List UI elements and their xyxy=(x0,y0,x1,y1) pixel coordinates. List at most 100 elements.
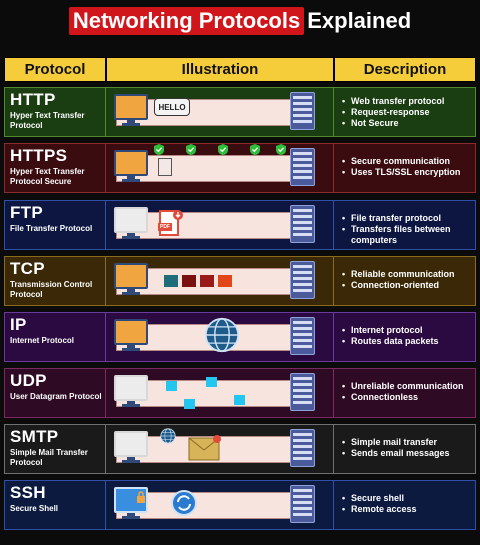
computer-stand xyxy=(127,289,135,292)
description-item: Reliable communication xyxy=(342,269,471,280)
description-item: Routes data packets xyxy=(342,336,471,347)
protocol-name: SSH xyxy=(10,483,46,502)
connection-track xyxy=(116,212,315,239)
computer-base xyxy=(122,348,140,351)
computer-stand xyxy=(127,401,135,404)
description-list: Web transfer protocolRequest-responseNot… xyxy=(342,96,471,129)
description-item: Simple mail transfer xyxy=(342,437,471,448)
illustration-cell xyxy=(106,144,334,192)
illustration-cell xyxy=(106,425,334,473)
description-cell: Unreliable communicationConnectionless xyxy=(334,369,475,417)
illustration-cell xyxy=(106,369,334,417)
server-icon xyxy=(290,317,315,355)
computer-icon xyxy=(114,319,148,345)
pdf-file-icon xyxy=(158,210,183,236)
header-description: Description xyxy=(334,57,476,82)
connection-track xyxy=(116,268,315,295)
description-cell: Secure shellRemote access xyxy=(334,481,475,529)
connection-track xyxy=(116,492,315,519)
description-item: Connection-oriented xyxy=(342,280,471,291)
protocol-name: IP xyxy=(10,315,27,334)
description-item: Internet protocol xyxy=(342,325,471,336)
description-list: Secure communicationUses TLS/SSL encrypt… xyxy=(342,156,471,178)
computer-base xyxy=(122,123,140,126)
header-illustration: Illustration xyxy=(106,57,334,82)
description-item: Unreliable communication xyxy=(342,381,471,392)
computer-stand xyxy=(127,457,135,460)
server-icon xyxy=(290,92,315,130)
protocol-full-name: Transmission Control Protocol xyxy=(10,280,93,299)
datagram-block xyxy=(184,399,195,409)
description-cell: Secure communicationUses TLS/SSL encrypt… xyxy=(334,144,475,192)
computer-stand xyxy=(127,513,135,516)
title-rest: Explained xyxy=(307,8,412,33)
protocol-full-name: Internet Protocol xyxy=(10,336,75,345)
computer-base xyxy=(122,460,140,463)
connection-track xyxy=(116,99,315,126)
description-item: Transfers files between computers xyxy=(342,224,471,246)
shield-icon xyxy=(276,144,286,155)
description-list: Simple mail transferSends email messages xyxy=(342,437,471,459)
computer-base xyxy=(122,179,140,182)
description-list: File transfer protocolTransfers files be… xyxy=(342,213,471,246)
description-item: Connectionless xyxy=(342,392,471,403)
protocol-cell: HTTP Hyper Text Transfer Protocol xyxy=(5,88,106,136)
protocol-row-https: HTTPS Hyper Text Transfer Protocol Secure… xyxy=(4,143,476,193)
description-cell: File transfer protocolTransfers files be… xyxy=(334,201,475,249)
protocol-name: HTTPS xyxy=(10,146,68,165)
computer-stand xyxy=(127,176,135,179)
shield-icon xyxy=(218,144,228,155)
computer-icon xyxy=(114,150,148,176)
computer-icon xyxy=(114,94,148,120)
computer-stand xyxy=(127,345,135,348)
description-item: Web transfer protocol xyxy=(342,96,471,107)
server-icon xyxy=(290,261,315,299)
protocol-full-name: File Transfer Protocol xyxy=(10,224,93,233)
protocol-cell: IP Internet Protocol xyxy=(5,313,106,361)
illustration-cell: PDF xyxy=(106,201,334,249)
packet-block xyxy=(200,275,214,287)
protocol-row-smtp: SMTP Simple Mail Transfer Protocol Simple … xyxy=(4,424,476,474)
protocol-full-name: Simple Mail Transfer Protocol xyxy=(10,448,88,467)
description-item: Secure communication xyxy=(342,156,471,167)
description-cell: Internet protocolRoutes data packets xyxy=(334,313,475,361)
illustration-cell xyxy=(106,481,334,529)
illustration-cell: HELLO xyxy=(106,88,334,136)
illustration-cell xyxy=(106,313,334,361)
protocol-name: HTTP xyxy=(10,90,56,109)
computer-base xyxy=(122,404,140,407)
illustration-cell xyxy=(106,257,334,305)
description-list: Reliable communicationConnection-oriente… xyxy=(342,269,471,291)
protocol-full-name: Hyper Text Transfer Protocol xyxy=(10,111,85,130)
protocol-cell: HTTPS Hyper Text Transfer Protocol Secure xyxy=(5,144,106,192)
computer-stand xyxy=(127,120,135,123)
description-list: Internet protocolRoutes data packets xyxy=(342,325,471,347)
description-list: Unreliable communicationConnectionless xyxy=(342,381,471,403)
protocol-full-name: User Datagram Protocol xyxy=(10,392,102,401)
description-cell: Web transfer protocolRequest-responseNot… xyxy=(334,88,475,136)
pdf-label: PDF xyxy=(160,224,170,230)
datagram-block xyxy=(166,381,177,391)
globe-icon xyxy=(204,317,240,353)
computer-icon xyxy=(114,375,148,401)
protocol-row-ip: IP Internet Protocol Internet protocolRout… xyxy=(4,312,476,362)
protocol-name: SMTP xyxy=(10,427,59,446)
shield-icon xyxy=(250,144,260,155)
protocol-full-name: Hyper Text Transfer Protocol Secure xyxy=(10,167,85,186)
server-icon xyxy=(290,205,315,243)
protocol-cell: SMTP Simple Mail Transfer Protocol xyxy=(5,425,106,473)
computer-stand xyxy=(127,233,135,236)
shield-icon xyxy=(154,144,164,155)
packet-block xyxy=(182,275,196,287)
description-item: Request-response xyxy=(342,107,471,118)
datagram-block xyxy=(206,377,217,387)
title-highlight: Networking Protocols xyxy=(68,7,305,35)
lock-icon xyxy=(137,491,145,503)
